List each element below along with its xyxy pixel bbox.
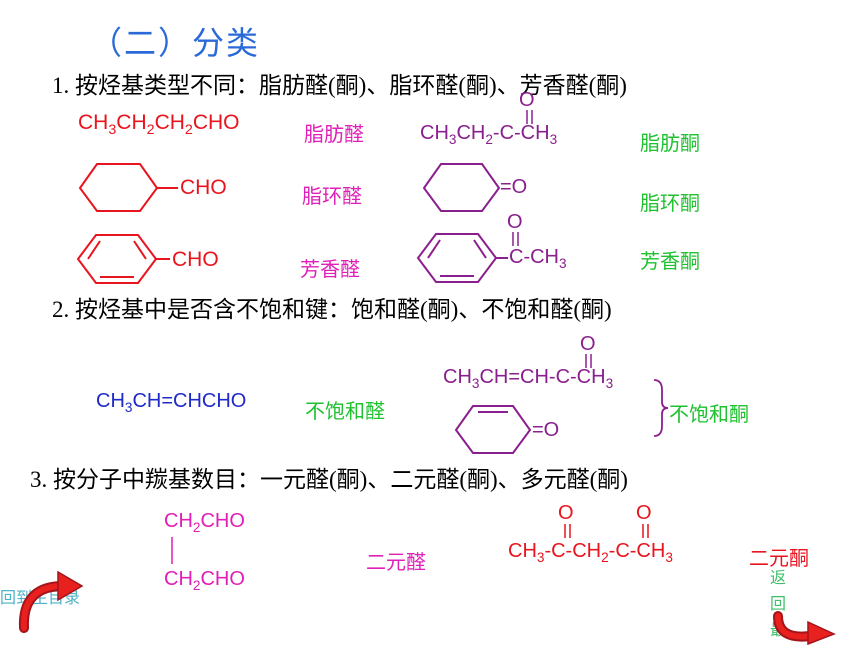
label-alicyclic-aldehyde: 脂环醛 [302, 186, 362, 208]
cyclohexenone-oxygen: =O [532, 419, 560, 441]
butenal-formula: CH3CH=CHCHO [96, 390, 247, 415]
cyclohexane-cho: CHO [180, 176, 227, 199]
label-aromatic-aldehyde: 芳香醛 [300, 259, 360, 281]
pentenone-oxygen: O [580, 333, 596, 355]
section-3-heading: 3. 按分子中羰基数目：一元醛(酮)、二元醛(酮)、多元醛(酮) [30, 467, 628, 492]
label-aromatic-ketone: 芳香酮 [640, 251, 700, 273]
return-arrow-icon[interactable] [770, 604, 842, 645]
diketone-oxygen-2: O [636, 502, 652, 524]
diketone-formula: CH3-C-CH2-C-CH3 [508, 540, 673, 565]
butanal-formula: CH3CH2CH2CHO [78, 111, 240, 138]
butanedial-bottom: CH2CHO [164, 568, 245, 593]
benzaldehyde-cho: CHO [172, 248, 219, 271]
acetophenone-tail: C-CH3 [509, 246, 567, 271]
section-1-heading: 1. 按烃基类型不同：脂肪醛(酮)、脂环醛(酮)、芳香醛(酮) [52, 73, 627, 98]
butanedial-top: CH2CHO [164, 510, 245, 535]
label-dialdehyde: 二元醛 [366, 552, 426, 574]
back-arrow-icon[interactable] [18, 570, 90, 633]
section-2-heading: 2. 按烃基中是否含不饱和键：饱和醛(酮)、不饱和醛(酮) [52, 297, 612, 322]
acetophenone-oxygen: O [507, 211, 523, 233]
label-aliphatic-ketone: 脂肪酮 [640, 133, 700, 155]
label-alicyclic-ketone: 脂环酮 [640, 193, 700, 215]
pentenone-formula: CH3CH=CH-C-CH3 [443, 366, 614, 391]
label-diketone: 二元酮 [749, 548, 809, 570]
label-unsaturated-aldehyde: 不饱和醛 [305, 401, 385, 423]
butanone-formula: CH3CH2-C-CH3 [420, 122, 558, 147]
cyclohexanone-oxygen: =O [500, 176, 528, 198]
page-title: （二）分类 [90, 25, 261, 61]
diketone-oxygen-1: O [558, 502, 574, 524]
label-unsaturated-ketone: 不饱和酮 [669, 404, 749, 426]
butanone-oxygen: O [519, 89, 535, 111]
label-aliphatic-aldehyde: 脂肪醛 [304, 124, 364, 146]
